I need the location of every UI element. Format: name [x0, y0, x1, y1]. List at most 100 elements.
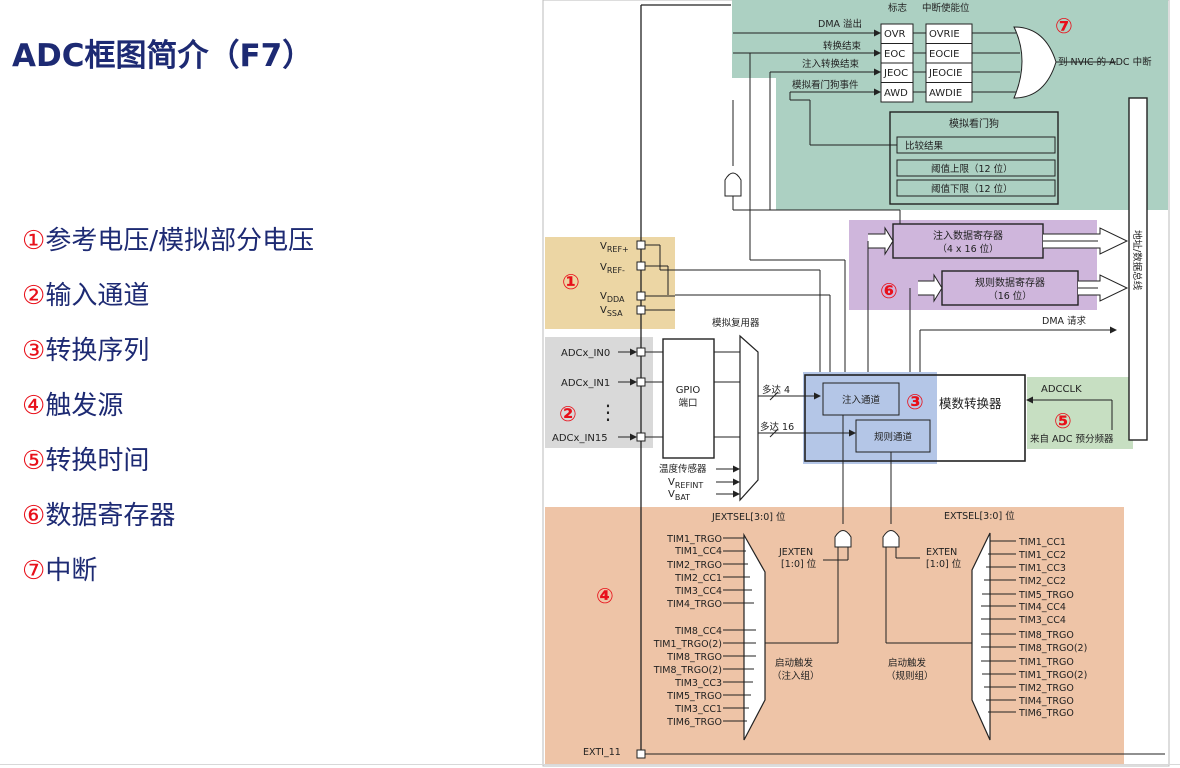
svg-text:⑥: ⑥ [880, 279, 898, 303]
svg-text:TIM1_TRGO: TIM1_TRGO [1018, 657, 1074, 668]
interrupt-source-wires [733, 29, 1020, 210]
svg-text:TIM8_CC4: TIM8_CC4 [674, 626, 722, 637]
svg-text:TIM3_CC4: TIM3_CC4 [1018, 615, 1066, 626]
regular-channel-box [855, 419, 931, 453]
svg-text:③: ③ [906, 390, 924, 414]
regular-channel-label: 规则通道 [874, 431, 913, 443]
watchdog-low-threshold: 阈值下限（12 位） [931, 183, 1013, 195]
injected-trigger-mux-icon [743, 532, 766, 741]
enable-ovrie: OVRIE [929, 29, 960, 40]
watchdog-compare-result: 比较结果 [905, 140, 944, 152]
register-bus-arrows [868, 226, 1129, 303]
vbat-label: VBAT [668, 489, 690, 502]
vref-minus-label: VREF- [600, 262, 625, 275]
svg-text:TIM3_CC1: TIM3_CC1 [674, 704, 722, 715]
legend-list: ①参考电压/模拟部分电压 ②输入通道 ③转换序列 ④触发源 ⑤转换时间 ⑥数据寄… [22, 222, 314, 607]
or-gate-icon [1013, 26, 1057, 99]
regular-group-label: （规则组） [886, 670, 934, 682]
channel-in1: ADCx_IN1 [561, 378, 610, 389]
flag-jeoc: JEOC [883, 68, 908, 79]
slide-title: ADC框图简介（F7） [12, 38, 314, 74]
svg-text:TIM4_CC4: TIM4_CC4 [1018, 602, 1066, 613]
legend-item-trigger-source: ④触发源 [22, 391, 124, 421]
vssa-label: VSSA [600, 305, 623, 318]
gpio-label: GPIO [676, 385, 701, 396]
up-to-4-label: 多达 4 [762, 384, 790, 396]
flag-ovr: OVR [884, 29, 906, 40]
flag-awd: AWD [884, 88, 908, 99]
regular-trigger-sources: TIM1_CC1 TIM1_CC2 TIM1_CC3 TIM2_CC2 TIM5… [1018, 537, 1087, 719]
badge-triggers: ④ [596, 584, 614, 608]
injected-data-register [892, 223, 1044, 259]
svg-text:TIM8_TRGO: TIM8_TRGO [1018, 630, 1074, 641]
adc-block-diagram: 标志 中断使能位 OVR EOC JEOC AWD OVRIE EOCIE JE… [542, 0, 1170, 767]
watchdog-high-threshold: 阈值上限（12 位） [931, 163, 1013, 175]
zone-inputs [545, 337, 653, 448]
svg-text:TIM3_CC3: TIM3_CC3 [674, 678, 722, 689]
svg-text:TIM2_CC2: TIM2_CC2 [1018, 576, 1066, 587]
svg-text:TIM1_CC2: TIM1_CC2 [1018, 550, 1066, 561]
exti-11-label: EXTI_11 [583, 747, 621, 758]
flag-eoc: EOC [884, 49, 905, 60]
injected-group-label: （注入组） [772, 670, 820, 682]
svg-text:TIM8_TRGO: TIM8_TRGO [666, 652, 722, 663]
svg-text:TIM2_CC1: TIM2_CC1 [674, 573, 722, 584]
jexten-bits-label: [1:0] 位 [781, 558, 817, 570]
gpio-port-label: 端口 [678, 397, 697, 409]
vrefint-label: VREFINT [668, 477, 703, 490]
svg-text:TIM6_TRGO: TIM6_TRGO [1018, 708, 1074, 719]
jextsel-label: JEXTSEL[3:0] 位 [711, 511, 786, 523]
source-end-of-conversion: 转换结束 [823, 40, 862, 52]
legend-item-data-register: ⑥数据寄存器 [22, 501, 176, 531]
flag-rows [881, 43, 972, 83]
badge-inputs: ② [559, 402, 577, 426]
extsel-label: EXTSEL[3:0] 位 [944, 510, 1015, 522]
svg-text:①: ① [562, 270, 580, 294]
svg-text:TIM2_TRGO: TIM2_TRGO [1018, 683, 1074, 694]
zone-reference [545, 237, 675, 329]
regular-trigger-label: 启动触发 [888, 657, 927, 669]
injected-trigger-label: 启动触发 [775, 657, 814, 669]
regular-register-title: 规则数据寄存器 [975, 276, 1045, 289]
svg-text:TIM5_TRGO: TIM5_TRGO [1018, 590, 1074, 601]
svg-text:TIM4_TRGO: TIM4_TRGO [666, 599, 722, 610]
enable-eocie: EOCIE [929, 49, 959, 60]
svg-text:TIM1_TRGO: TIM1_TRGO [666, 534, 722, 545]
enable-jeocie: JEOCIE [928, 68, 962, 79]
exti-pin [636, 749, 646, 759]
injected-trigger-wires [723, 537, 756, 722]
svg-text:TIM1_CC4: TIM1_CC4 [674, 546, 722, 557]
channel-ellipsis: ⋮ [598, 400, 618, 424]
injected-channel-box [822, 382, 900, 416]
flag-header: 标志 [888, 2, 907, 14]
channel-pins [618, 347, 663, 442]
svg-text:TIM5_TRGO: TIM5_TRGO [666, 691, 722, 702]
up-to-16-label: 多达 16 [760, 421, 794, 433]
temperature-sensor-label: 温度传感器 [659, 463, 707, 475]
converter-wiring [675, 190, 911, 372]
watchdog-high-row [896, 159, 1056, 177]
source-injected-end: 注入转换结束 [802, 58, 860, 70]
prescaler-label: 来自 ADC 预分频器 [1030, 433, 1114, 445]
badge-interrupt: ⑦ [1055, 14, 1073, 38]
injected-channel-label: 注入通道 [842, 394, 881, 406]
svg-text:TIM4_TRGO: TIM4_TRGO [1018, 696, 1074, 707]
gpio-to-mux-wires [714, 351, 740, 438]
zone-clock [1027, 377, 1133, 449]
channel-in15: ADCx_IN15 [552, 433, 608, 444]
injected-register-size: （4 x 16 位） [937, 243, 998, 255]
vdda-label: VDDA [600, 291, 625, 304]
legend-item-input-channels: ②输入通道 [22, 281, 150, 311]
exten-label: EXTEN [926, 547, 957, 558]
svg-text:TIM1_CC3: TIM1_CC3 [1018, 563, 1066, 574]
badge-clock: ⑤ [1054, 409, 1072, 433]
svg-text:④: ④ [596, 584, 614, 608]
injected-trigger-gate-icon [834, 530, 852, 548]
svg-text:TIM1_CC1: TIM1_CC1 [1018, 537, 1066, 548]
source-watchdog-event: 模拟看门狗事件 [792, 79, 859, 91]
watchdog-title: 模拟看门狗 [949, 117, 999, 130]
regular-trigger-mux-icon [971, 532, 991, 741]
dma-request-label: DMA 请求 [1042, 315, 1087, 327]
svg-text:⑦: ⑦ [1055, 14, 1073, 38]
enable-header: 中断使能位 [922, 2, 970, 14]
